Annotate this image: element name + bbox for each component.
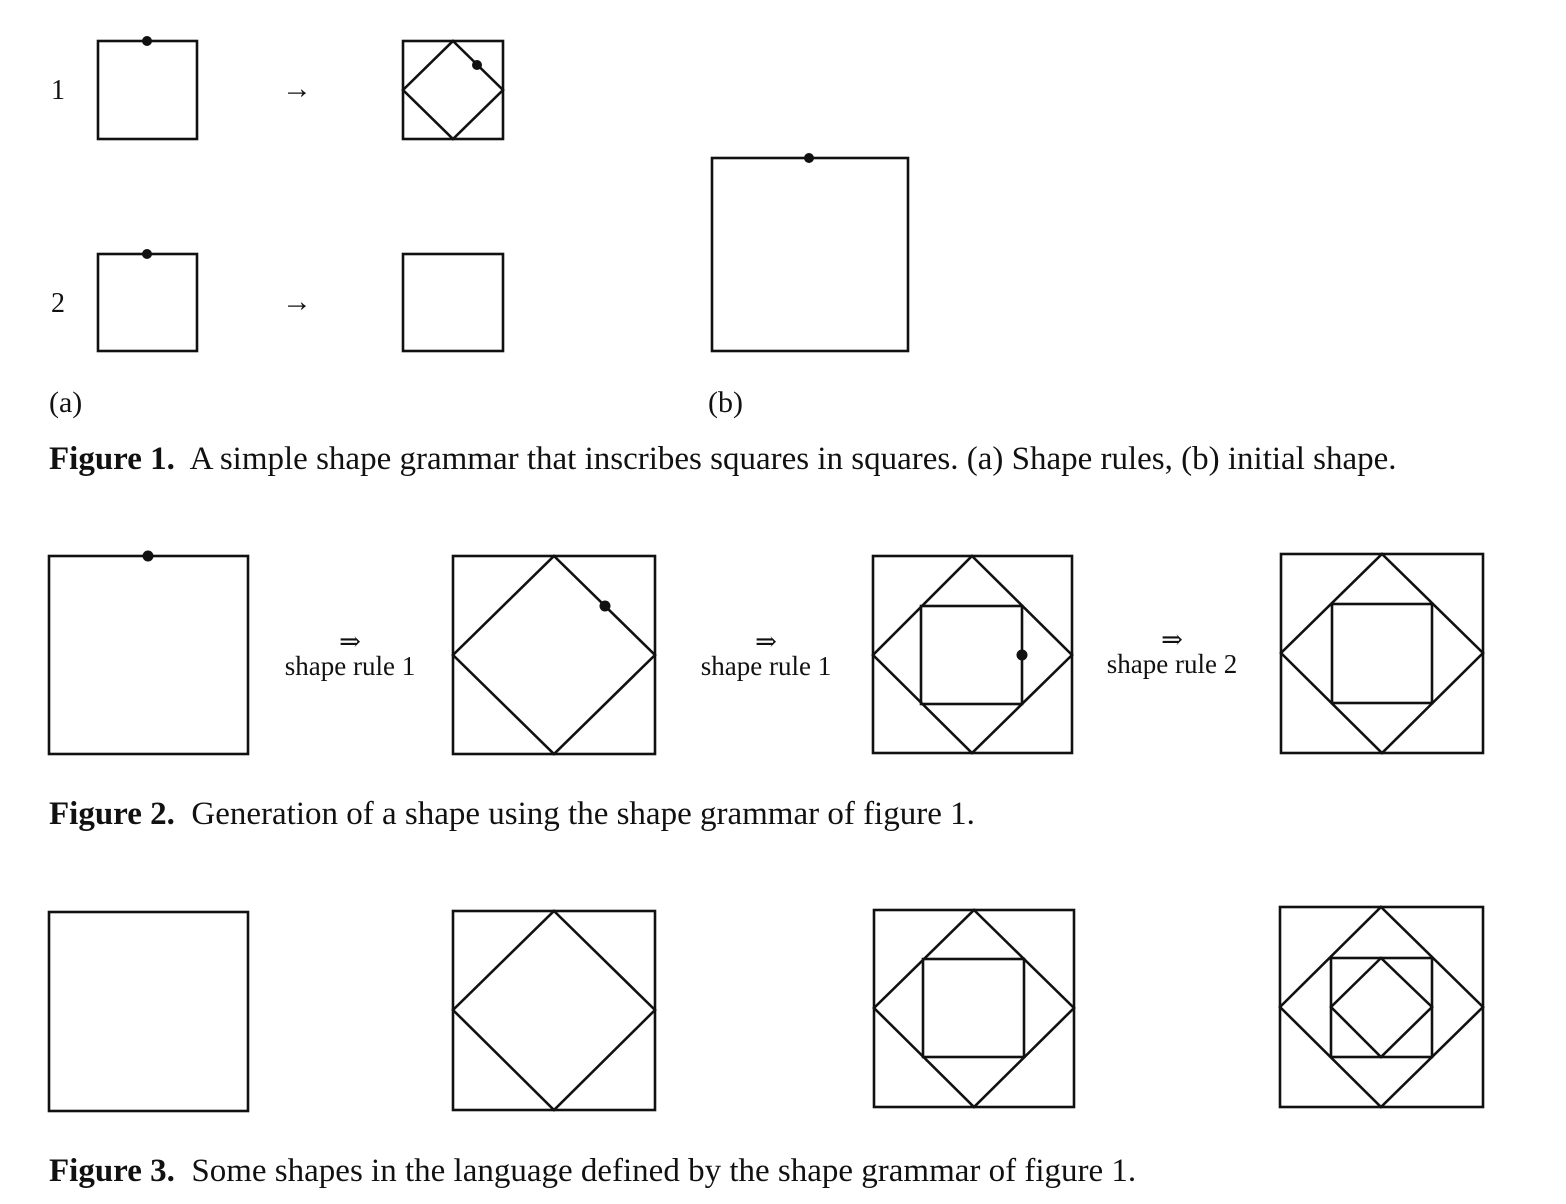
- rule-arrow-2: →: [282, 285, 312, 318]
- step-label-2: ⇒ shape rule 1: [676, 627, 856, 682]
- marker-dot: [142, 36, 152, 46]
- step-rule-label: shape rule 2: [1106, 649, 1238, 680]
- double-arrow: ⇒: [755, 627, 777, 656]
- rule2-right-shape: [401, 252, 505, 353]
- language-shape-4: [1278, 905, 1485, 1109]
- double-arrow: ⇒: [339, 627, 361, 656]
- figure2-caption-text: Generation of a shape using the shape gr…: [191, 796, 975, 832]
- figure2-caption: Figure 2. Generation of a shape using th…: [49, 798, 975, 831]
- figure1-caption: Figure 1. A simple shape grammar that in…: [49, 443, 1397, 476]
- step-label-1: ⇒ shape rule 1: [260, 627, 440, 682]
- figure2-caption-title: Figure 2.: [49, 796, 175, 832]
- marker-dot: [599, 600, 611, 612]
- generation-shape-1: [47, 550, 250, 756]
- generation-shape-3: [871, 554, 1074, 755]
- figure1-caption-text: A simple shape grammar that inscribes sq…: [189, 441, 1397, 477]
- figure1-caption-title: Figure 1.: [49, 441, 175, 477]
- rule-number-2: 2: [51, 288, 65, 319]
- language-shape-3: [872, 908, 1076, 1109]
- generation-shape-4: [1279, 552, 1485, 755]
- rule-number-1: 1: [51, 75, 65, 106]
- rule1-right-shape: [401, 39, 505, 141]
- panel-label-b: (b): [708, 386, 743, 419]
- step-rule-label: shape rule 1: [700, 651, 832, 682]
- figure3-caption-text: Some shapes in the language defined by t…: [191, 1153, 1137, 1189]
- figure3-caption: Figure 3. Some shapes in the language de…: [49, 1155, 1136, 1188]
- marker-dot: [804, 153, 814, 163]
- step-rule-label: shape rule 1: [284, 651, 416, 682]
- generation-shape-2: [451, 554, 657, 756]
- marker-dot: [472, 60, 482, 70]
- step-label-3: ⇒ shape rule 2: [1082, 625, 1262, 680]
- marker-dot: [142, 249, 152, 259]
- panel-label-a: (a): [49, 386, 83, 419]
- language-shape-2: [451, 909, 657, 1112]
- initial-shape: [710, 153, 910, 353]
- rule1-left-shape: [96, 36, 199, 141]
- language-shape-1: [47, 910, 250, 1113]
- double-arrow: ⇒: [1161, 625, 1183, 654]
- rule2-left-shape: [96, 249, 199, 353]
- marker-dot: [1016, 649, 1028, 661]
- figure3-caption-title: Figure 3.: [49, 1153, 175, 1189]
- rule-arrow-1: →: [282, 72, 312, 105]
- marker-dot: [142, 550, 154, 562]
